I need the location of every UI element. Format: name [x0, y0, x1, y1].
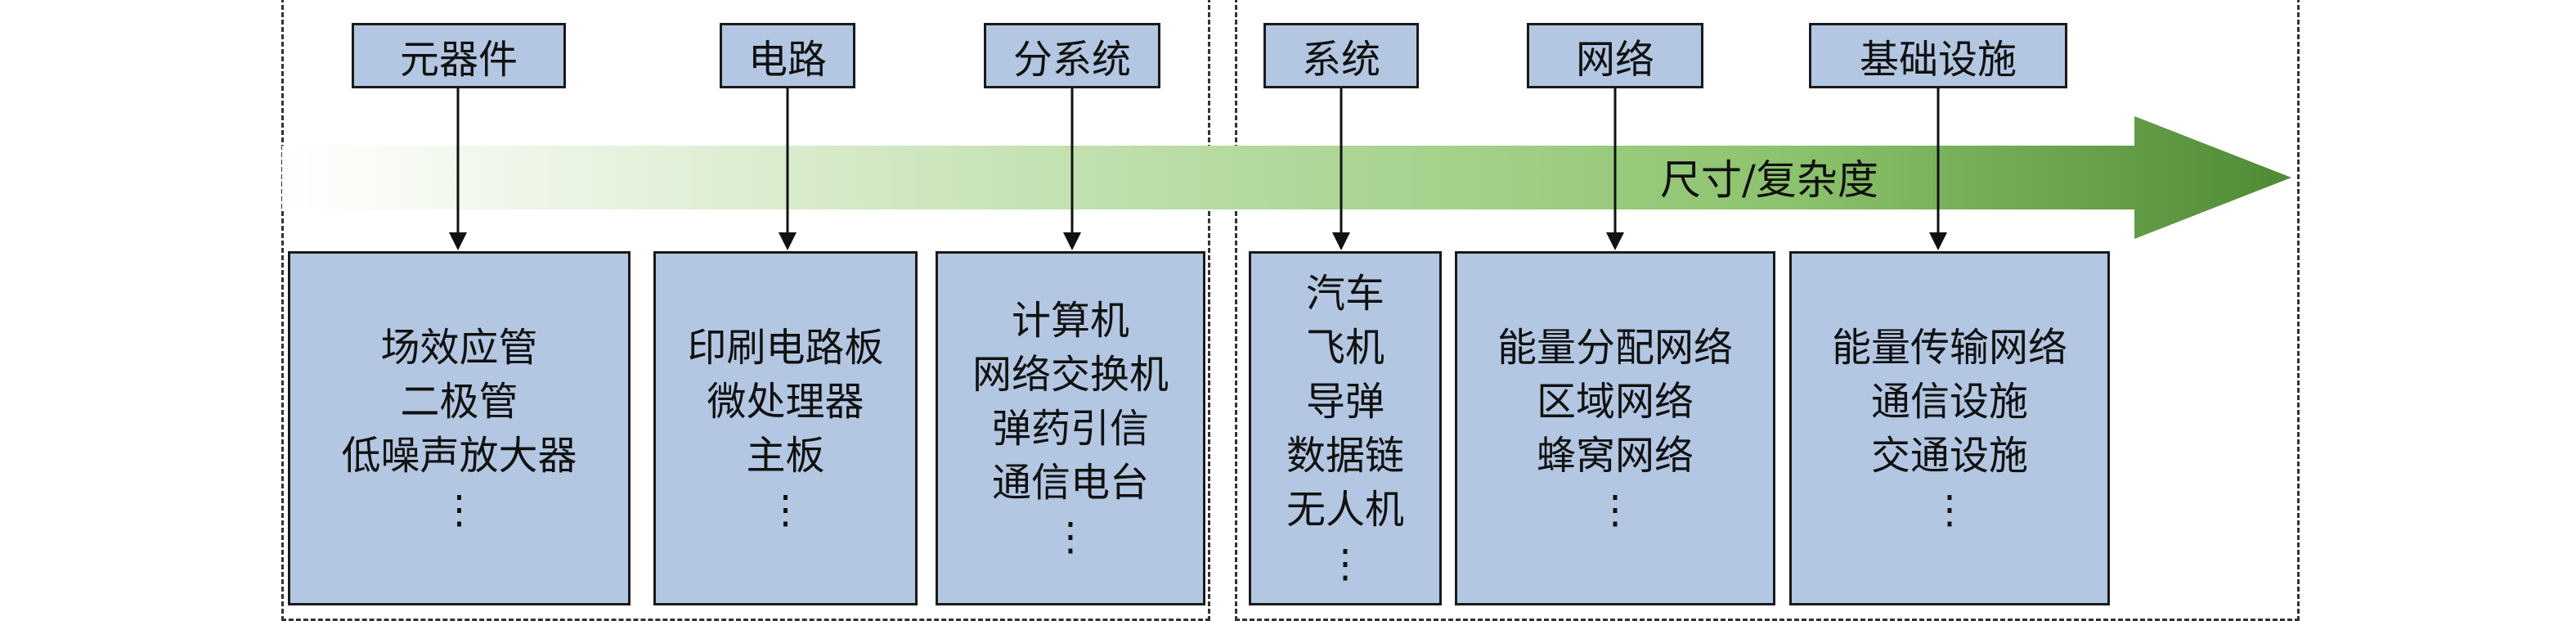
list-item: 微处理器: [707, 378, 864, 425]
infrastructure-examples-box: 能量传输网络 通信设施 交通设施 ⋮: [1789, 251, 2110, 605]
list-item: 飞机: [1305, 324, 1384, 371]
list-item: 计算机: [1011, 297, 1129, 344]
circuit-examples-box: 印刷电路板 微处理器 主板 ⋮: [653, 251, 918, 605]
list-item: 主板: [746, 432, 825, 479]
category-circuit: 电路: [720, 23, 855, 88]
list-item: 印刷电路板: [687, 324, 884, 371]
list-item: 能量传输网络: [1831, 324, 2067, 371]
list-item: 弹药引信: [991, 405, 1149, 452]
system-examples-box: 汽车 飞机 导弹 数据链 无人机 ⋮: [1249, 251, 1442, 605]
list-item: 区域网络: [1536, 378, 1694, 425]
category-subsystem: 分系统: [984, 23, 1160, 88]
category-infrastructure: 基础设施: [1809, 23, 2067, 88]
list-item: 网络交换机: [972, 351, 1169, 398]
list-item: 通信设施: [1870, 378, 2028, 425]
list-item: 无人机: [1286, 486, 1404, 533]
ellipsis: ⋮: [1930, 486, 1969, 533]
list-item: 低噪声放大器: [341, 432, 577, 479]
category-system: 系统: [1263, 23, 1419, 88]
list-item: 数据链: [1286, 432, 1404, 479]
category-component: 元器件: [352, 23, 566, 88]
list-item: 通信电台: [991, 459, 1149, 506]
ellipsis: ⋮: [1326, 540, 1365, 587]
subsystem-examples-box: 计算机 网络交换机 弹药引信 通信电台 ⋮: [936, 251, 1205, 605]
ellipsis: ⋮: [1595, 486, 1635, 533]
network-examples-box: 能量分配网络 区域网络 蜂窝网络 ⋮: [1455, 251, 1775, 605]
component-examples-box: 场效应管 二极管 低噪声放大器 ⋮: [288, 251, 631, 605]
arrow-label-size-complexity: 尺寸/复杂度: [1660, 156, 1878, 204]
list-item: 场效应管: [380, 324, 538, 371]
ellipsis: ⋮: [765, 486, 806, 533]
list-item: 交通设施: [1870, 432, 2028, 479]
list-item: 二极管: [400, 378, 518, 425]
list-item: 蜂窝网络: [1536, 432, 1694, 479]
list-item: 导弹: [1305, 378, 1384, 425]
ellipsis: ⋮: [1051, 513, 1090, 560]
ellipsis: ⋮: [439, 486, 479, 533]
list-item: 能量分配网络: [1497, 324, 1733, 371]
list-item: 汽车: [1305, 270, 1384, 317]
category-network: 网络: [1527, 23, 1703, 88]
